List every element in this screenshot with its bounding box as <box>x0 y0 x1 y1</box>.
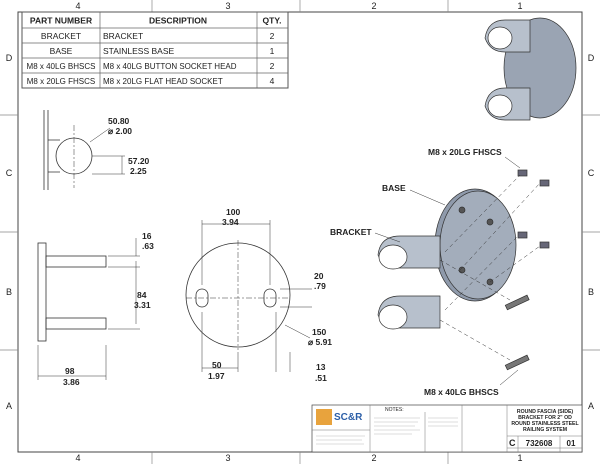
bom-cell: 1 <box>270 46 275 56</box>
revision: 01 <box>567 439 576 448</box>
zone-row-a: A <box>6 401 12 411</box>
dim-text: 13 <box>316 362 326 372</box>
dim-text: .79 <box>314 281 326 291</box>
title-line: ROUND STAINLESS STEEL <box>511 421 579 427</box>
bom-table: PART NUMBER DESCRIPTION QTY. BRACKET BRA… <box>21 11 289 89</box>
callout-fhscs: M8 x 20LG FHSCS <box>428 147 502 157</box>
front-view <box>185 220 312 372</box>
dim-text: 57.20 <box>128 156 150 166</box>
zone-row-d-right: D <box>588 53 595 63</box>
title-block: SC&R NOTES: ROUND FASCIA (SIDE) BRACKET … <box>311 404 583 453</box>
zone-col-3: 3 <box>225 1 230 11</box>
dim-text: ⌀ 5.91 <box>308 337 332 347</box>
zone-row-d: D <box>6 53 13 63</box>
notes-label: NOTES: <box>385 407 404 413</box>
dim-text: 50.80 <box>108 116 130 126</box>
zone-row-a-right: A <box>588 401 594 411</box>
iso-exploded-view <box>374 156 550 386</box>
callout-bracket: BRACKET <box>330 227 372 237</box>
bom-cell: M8 x 40LG BHSCS <box>27 62 96 71</box>
bom-cell: BASE <box>50 46 73 56</box>
dim-text: 50 <box>212 360 222 370</box>
dim-text: 3.31 <box>134 300 151 310</box>
side-view-top <box>43 110 125 190</box>
dim-text: 3.86 <box>63 377 80 387</box>
dim-text: 3.94 <box>222 217 239 227</box>
dim-text: .51 <box>315 373 327 383</box>
bom-cell: STAINLESS BASE <box>103 46 175 56</box>
bom-cell: 4 <box>270 76 275 86</box>
bom-cell: BRACKET <box>103 31 143 41</box>
dim-text: 20 <box>314 271 324 281</box>
zone-row-c: C <box>6 168 13 178</box>
title-line: RAILING SYSTEM <box>523 427 567 433</box>
dim-text: 84 <box>137 290 147 300</box>
company-logo: SC&R <box>334 412 363 423</box>
bom-cell: M8 x 20LG FHSCS <box>27 77 95 86</box>
zone-col-2-bottom: 2 <box>371 453 376 463</box>
dim-text: .63 <box>142 241 154 251</box>
bom-cell: 2 <box>270 31 275 41</box>
zone-col-1: 1 <box>517 1 522 11</box>
zone-col-4: 4 <box>75 1 80 11</box>
dim-text: 98 <box>65 366 75 376</box>
dim-text: ⌀ 2.00 <box>108 126 132 136</box>
callout-base: BASE <box>382 183 406 193</box>
logo-mark <box>316 409 332 425</box>
iso-assembled-view <box>484 17 577 121</box>
zone-row-c-right: C <box>588 168 595 178</box>
zone-col-3-bottom: 3 <box>225 453 230 463</box>
zone-col-2: 2 <box>371 1 376 11</box>
bom-cell: M8 x 40LG BUTTON SOCKET HEAD <box>103 62 237 71</box>
sheet-size: C <box>509 438 516 448</box>
bom-cell: 2 <box>270 61 275 71</box>
bom-cell: BRACKET <box>41 31 81 41</box>
bom-header-part-number: PART NUMBER <box>30 16 92 26</box>
dim-text: 2.25 <box>130 166 147 176</box>
dim-text: 100 <box>226 207 240 217</box>
zone-col-4-bottom: 4 <box>75 453 80 463</box>
bom-cell: M8 x 20LG FLAT HEAD SOCKET <box>103 77 223 86</box>
side-view-bottom <box>37 238 140 380</box>
bom-header-qty: QTY. <box>263 16 282 26</box>
title-line: ROUND FASCIA (SIDE) <box>517 409 574 415</box>
zone-col-1-bottom: 1 <box>517 453 522 463</box>
dim-text: 150 <box>312 327 326 337</box>
bom-header-description: DESCRIPTION <box>149 16 207 26</box>
drawing-number: 732608 <box>526 439 553 448</box>
dim-text: 16 <box>142 231 152 241</box>
zone-row-b-right: B <box>588 287 594 297</box>
title-line: BRACKET FOR 2" OD <box>518 415 572 421</box>
callout-bhscs: M8 x 40LG BHSCS <box>424 387 499 397</box>
zone-row-b: B <box>6 287 12 297</box>
dim-text: 1.97 <box>208 371 225 381</box>
